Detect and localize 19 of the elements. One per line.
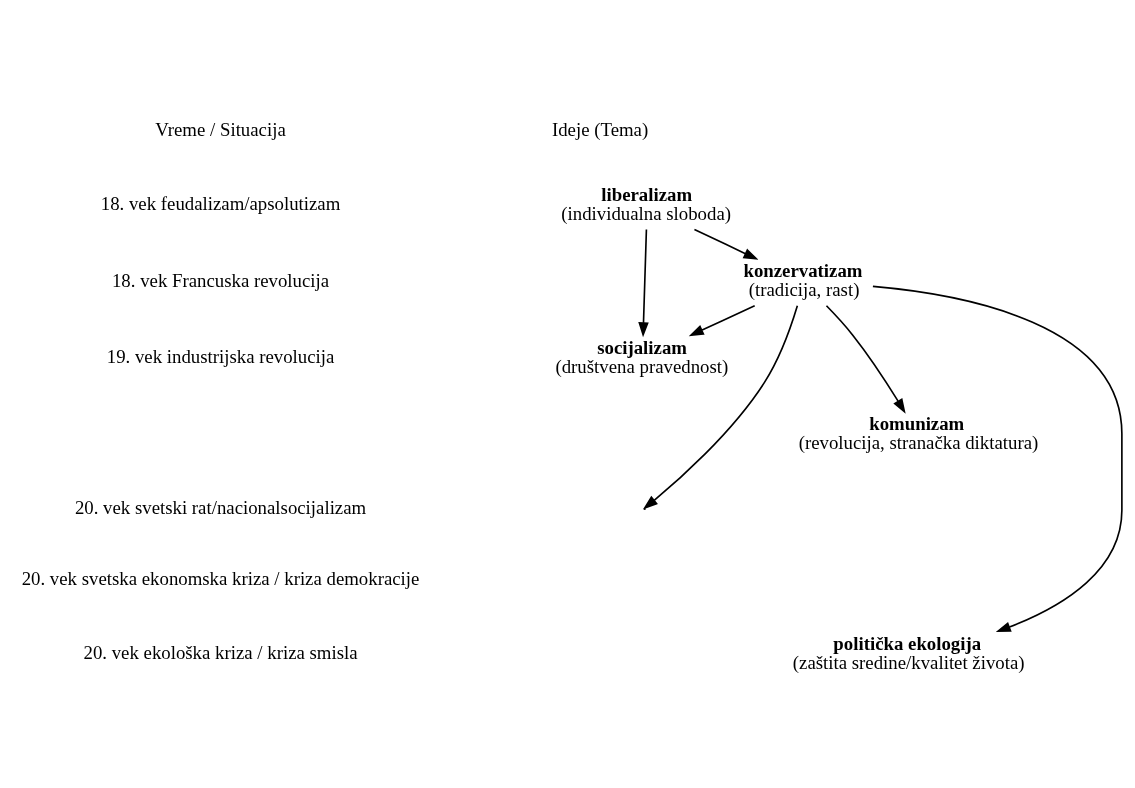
label: 18. vek Francuska revolucija <box>111 269 330 291</box>
label: Vreme / Situacija <box>155 118 286 140</box>
label: 19. vek industrijska revolucija <box>106 345 335 367</box>
arrow <box>638 228 649 337</box>
arrow <box>872 285 1123 632</box>
node-text: socijalizam (društvena pravednost) <box>555 336 729 377</box>
label: 20. vek svetski rat/nacionalsocijalizam <box>74 496 367 518</box>
arrow <box>693 228 759 260</box>
label: 18. vek feudalizam/apsolutizam <box>100 192 341 214</box>
arrow <box>825 304 906 414</box>
arrow <box>642 304 799 509</box>
label: 20. vek ekološka kriza / kriza smisla <box>83 641 358 663</box>
node-text: konzervatizam (tradicija, rast) <box>743 259 863 300</box>
node-text: politička ekologija (zaštita sredine/kvalitet života) <box>792 632 1025 673</box>
node-text: liberalizam (individualna sloboda) <box>561 183 731 224</box>
node-text: komunizam (revolucija, stranačka diktatura) <box>798 412 1039 453</box>
label: Ideje (Tema) <box>551 118 649 140</box>
arrow <box>688 304 756 336</box>
label: 20. vek svetska ekonomska kriza / kriza demokracije <box>21 567 420 589</box>
